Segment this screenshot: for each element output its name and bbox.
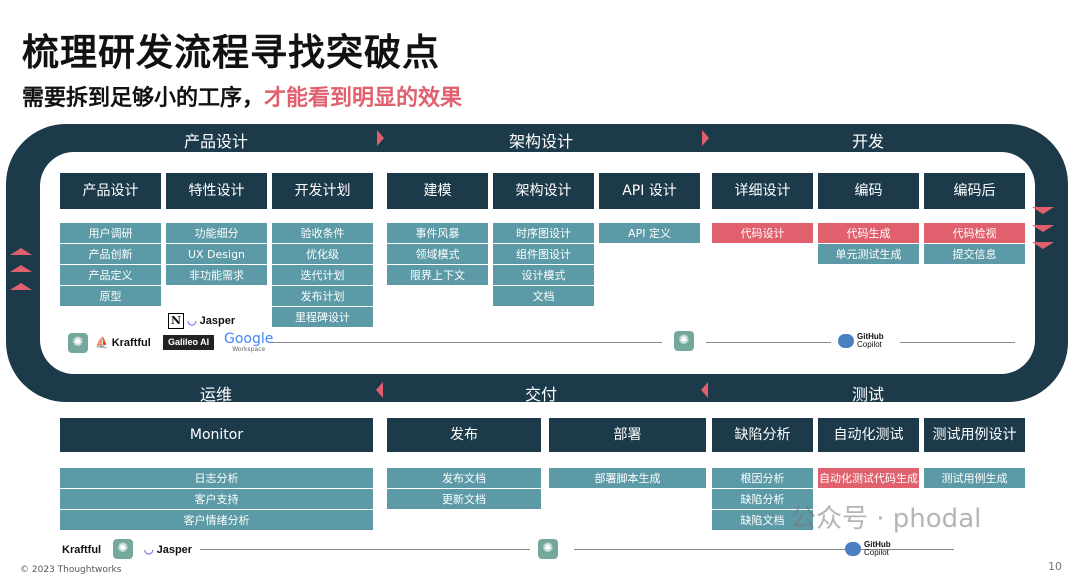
top-column-header: 建模 [387,173,488,209]
arrow-up-icon [10,283,32,290]
tool-line [272,342,662,343]
tool-line [706,342,831,343]
task-item: 限界上下文 [387,265,488,285]
page-number: 10 [1048,560,1062,573]
copilot-icon [845,542,861,556]
chevron-right-icon [702,130,709,146]
chevron-left-icon [701,382,708,398]
band-delivery: 交付 [524,385,557,404]
task-item: 提交信息 [924,244,1025,264]
top-column-header: 架构设计 [493,173,594,209]
task-item: 代码设计 [712,223,813,243]
task-item: 非功能需求 [166,265,267,285]
bottom-column-header: 测试用例设计 [924,418,1025,452]
kraftful-logo: Kraftful [62,544,102,556]
top-column-header: 特性设计 [166,173,267,209]
top-column-header: 开发计划 [272,173,373,209]
task-item: 自动化测试代码生成 [818,468,919,488]
task-item: API 定义 [599,223,700,243]
bottom-column-header: 部署 [549,418,706,452]
bottom-column-header: 缺陷分析 [712,418,813,452]
footer-copyright: © 2023 Thoughtworks [20,565,122,575]
top-column-header: 详细设计 [712,173,813,209]
task-item: 发布计划 [272,286,373,306]
subtitle-normal: 需要拆到足够小的工序， [22,86,265,111]
band-architecture: 架构设计 [508,132,573,151]
tool-line [900,342,1015,343]
task-item: 里程碑设计 [272,307,373,327]
top-column-header: API 设计 [599,173,700,209]
jasper-logo: ◡Jasper [144,544,193,556]
task-item: 代码检视 [924,223,1025,243]
band-operations: 运维 [199,385,232,404]
task-item: 验收条件 [272,223,373,243]
task-item: UX Design [166,244,267,264]
task-item: 发布文档 [387,468,541,488]
bottom-column-header: 自动化测试 [818,418,919,452]
arrow-up-icon [10,265,32,272]
top-column-header: 产品设计 [60,173,161,209]
sailboat-icon: ⛵ [95,337,109,349]
task-item: 用户调研 [60,223,161,243]
top-column-header: 编码 [818,173,919,209]
task-item: 优化级 [272,244,373,264]
tool-line [574,549,954,550]
page-title: 梳理研发流程寻找突破点 [22,31,440,74]
chatgpt-logo-icon: ✺ [538,539,558,559]
task-item: 单元测试生成 [818,244,919,264]
page-subtitle: 需要拆到足够小的工序，才能看到明显的效果 [22,80,462,112]
arrow-down-icon [1032,225,1054,232]
task-item: 原型 [60,286,161,306]
task-item: 产品创新 [60,244,161,264]
notion-jasper-logos: N◡Jasper [168,313,235,329]
task-item: 客户支持 [60,489,373,509]
task-item: 缺陷分析 [712,489,813,509]
task-item: 部署脚本生成 [549,468,706,488]
task-item: 缺陷文档 [712,510,813,530]
task-item: 事件风暴 [387,223,488,243]
kraftful-logo: ⛵Kraftful [95,337,151,349]
task-item: 更新文档 [387,489,541,509]
task-item: 时序图设计 [493,223,594,243]
task-item: 产品定义 [60,265,161,285]
chatgpt-logo-icon: ✺ [68,333,88,353]
task-item: 设计模式 [493,265,594,285]
task-item: 客户情绪分析 [60,510,373,530]
jasper-logo-icon: ◡ [144,544,154,556]
band-testing: 测试 [851,385,884,404]
chevron-right-icon [377,130,384,146]
arrow-up-icon [10,248,32,255]
band-product-design: 产品设计 [183,132,248,151]
bottom-column-header: Monitor [60,418,373,452]
bottom-column-header: 发布 [387,418,541,452]
arrow-down-icon [1032,242,1054,249]
task-item: 迭代计划 [272,265,373,285]
galileo-ai-logo: Galileo AI [163,335,215,350]
task-item: 测试用例生成 [924,468,1025,488]
notion-logo-icon: N [168,313,185,329]
task-item: 领域模式 [387,244,488,264]
task-item: 文档 [493,286,594,306]
jasper-logo-icon: ◡ [187,315,197,327]
task-item: 日志分析 [60,468,373,488]
chatgpt-logo-icon: ✺ [113,539,133,559]
subtitle-highlight: 才能看到明显的效果 [264,86,463,111]
arrow-down-icon [1032,207,1054,214]
task-item: 根因分析 [712,468,813,488]
chatgpt-logo-icon: ✺ [674,331,694,351]
tool-line [200,549,530,550]
top-column-header: 编码后 [924,173,1025,209]
band-development: 开发 [851,132,884,151]
task-item: 功能细分 [166,223,267,243]
task-item: 代码生成 [818,223,919,243]
copilot-icon [838,334,854,348]
chevron-left-icon [376,382,383,398]
task-item: 组件图设计 [493,244,594,264]
watermark: 公众号 · phodal [790,504,982,534]
